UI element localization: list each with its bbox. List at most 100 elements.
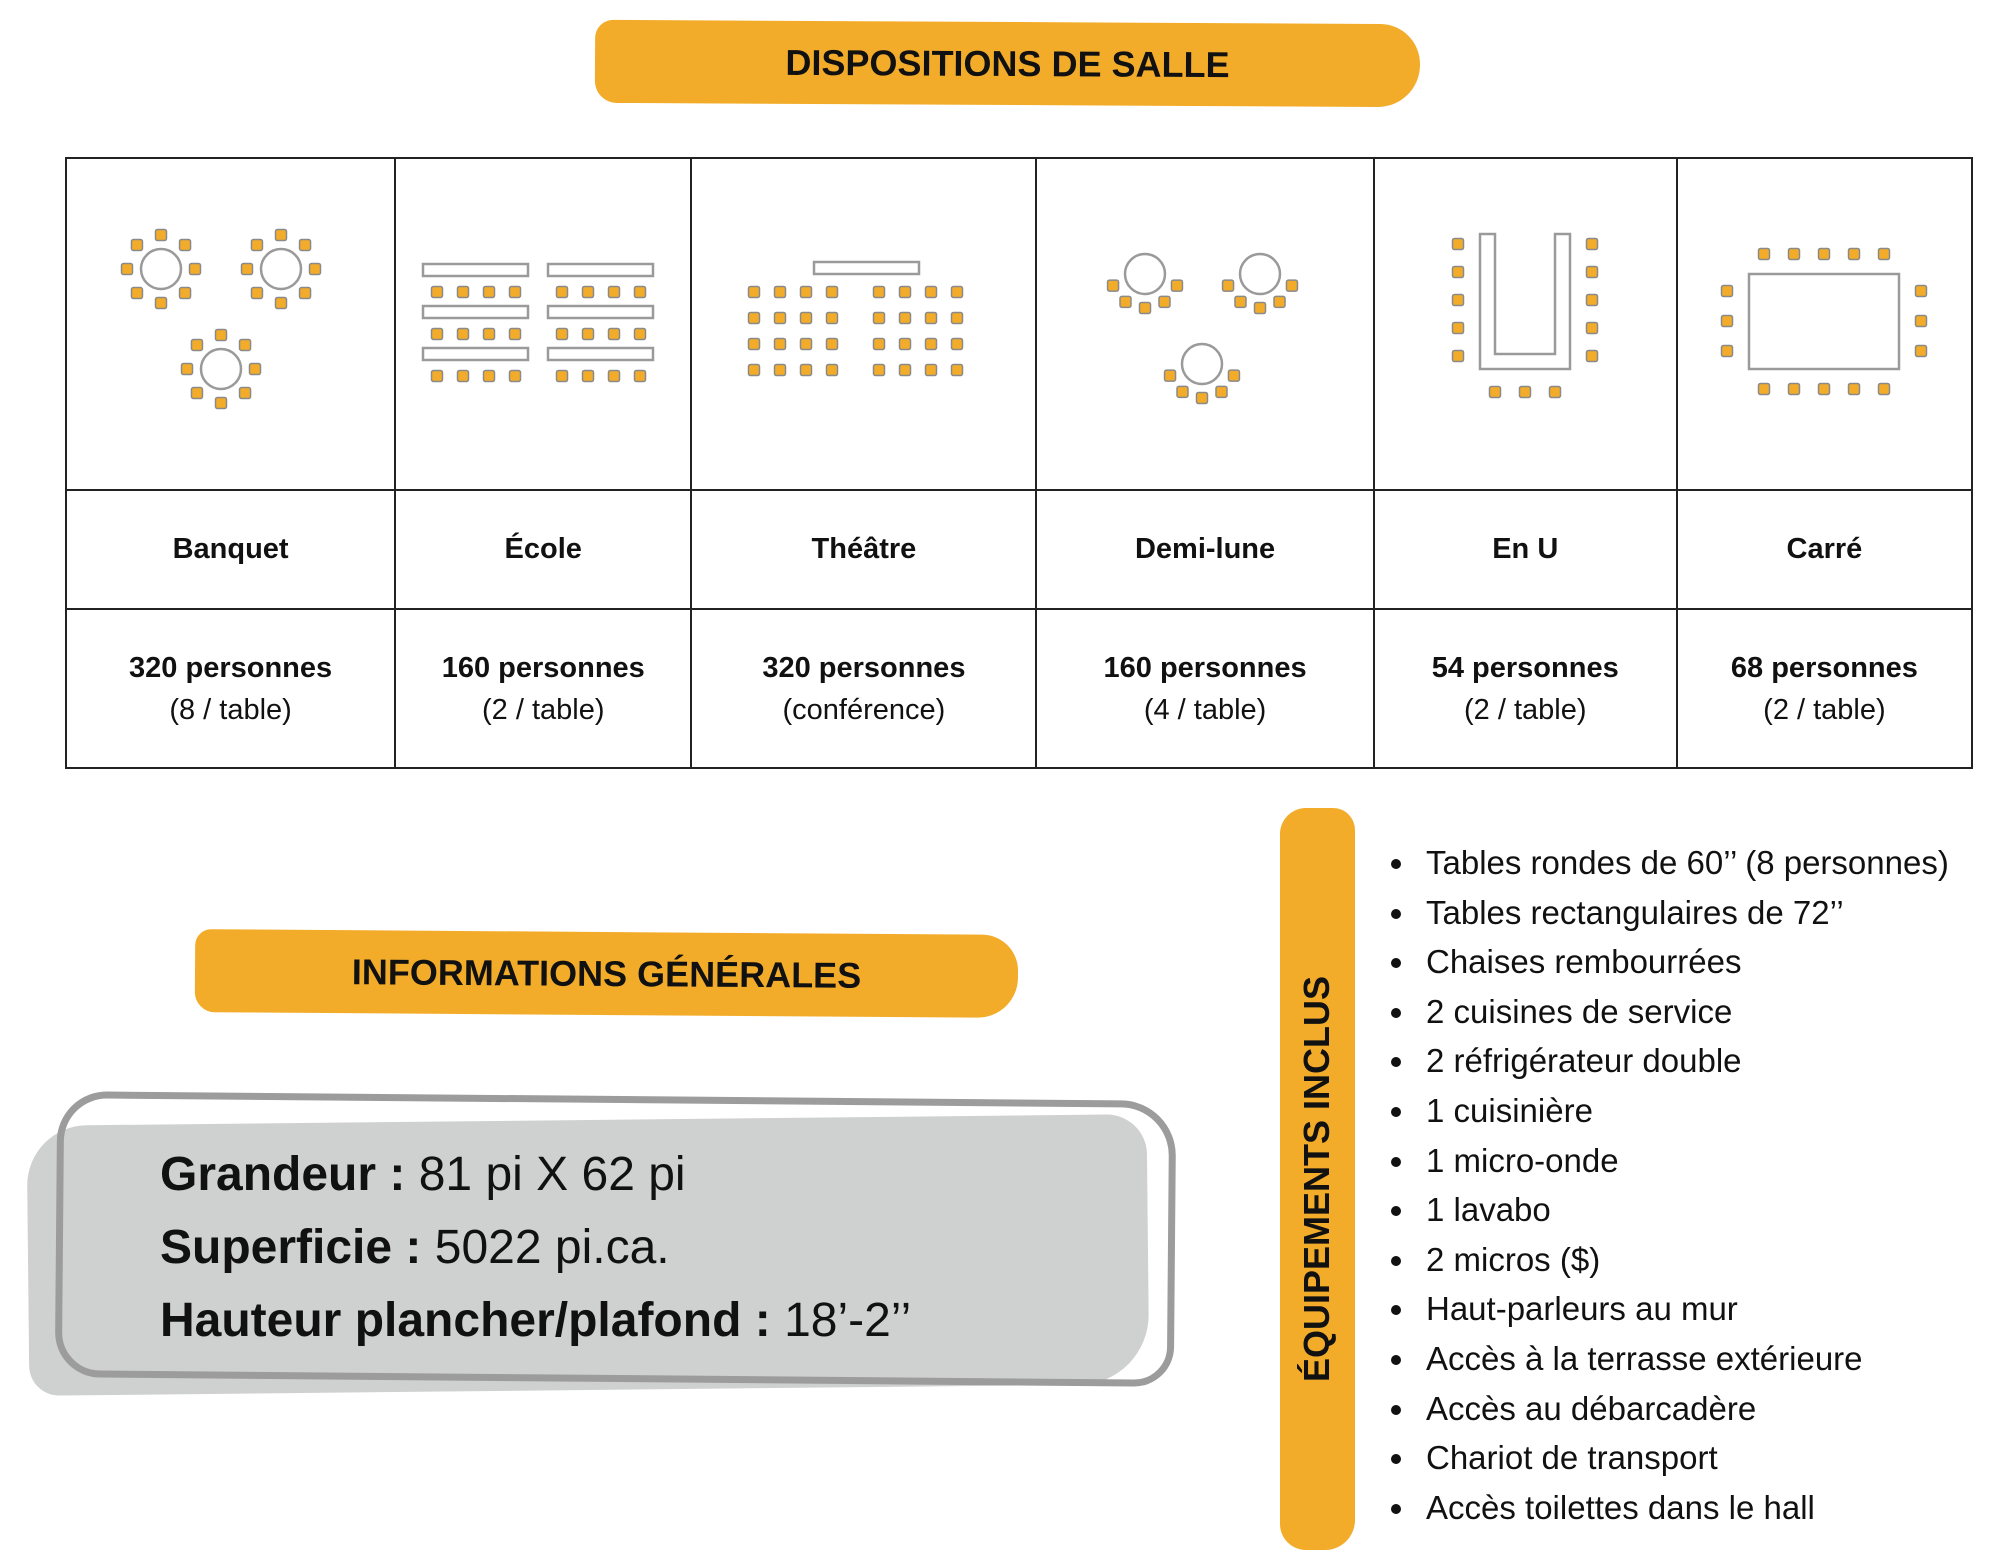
chair-icon <box>1758 247 1771 261</box>
equipment-item: Accès à la terrasse extérieure <box>1418 1334 1949 1384</box>
chair-icon <box>508 285 522 299</box>
chair-icon <box>1585 237 1599 251</box>
layout-icon-cell <box>394 157 693 491</box>
capacity-detail: (2 / table) <box>1463 693 1587 726</box>
chair-icon <box>190 338 203 352</box>
info-value: 5022 pi.ca. <box>434 1221 670 1274</box>
round-table-icon <box>199 347 242 391</box>
chair-icon <box>430 285 444 299</box>
chair-icon <box>872 311 886 325</box>
square-layout-icon <box>1721 247 1928 396</box>
chair-icon <box>508 369 522 383</box>
layout-name: En U <box>1372 489 1678 610</box>
chair-icon <box>1915 314 1928 328</box>
half-moon-layout-icon <box>1106 252 1299 405</box>
chair-icon <box>430 369 444 383</box>
chair-icon <box>1488 385 1502 399</box>
info-label: Grandeur : <box>160 1148 406 1201</box>
chair-icon <box>1518 385 1532 399</box>
chair-icon <box>799 311 813 325</box>
chair-icon <box>1234 295 1247 309</box>
chair-icon <box>1818 382 1831 396</box>
equipment-item: Chariot de transport <box>1418 1433 1949 1483</box>
chair-icon <box>1585 321 1599 335</box>
chair-icon <box>773 285 787 299</box>
chair-icon <box>773 337 787 351</box>
chair-icon <box>308 262 321 276</box>
chair-icon <box>1451 349 1465 363</box>
chair-icon <box>1721 314 1734 328</box>
chair-icon <box>154 296 167 310</box>
chair-icon <box>950 337 964 351</box>
chair-icon <box>950 311 964 325</box>
chair-icon <box>1548 385 1562 399</box>
chair-icon <box>250 238 263 252</box>
chair-icon <box>482 285 496 299</box>
chair-icon <box>240 262 253 276</box>
chair-icon <box>482 327 496 341</box>
page-title: DISPOSITIONS DE SALLE <box>785 41 1230 85</box>
chair-icon <box>1721 344 1734 358</box>
round-table-icon <box>1123 252 1167 296</box>
chair-icon <box>1170 279 1184 292</box>
chair-icon <box>581 327 595 341</box>
chair-icon <box>898 363 912 377</box>
chair-icon <box>274 228 287 242</box>
chair-icon <box>1585 265 1599 279</box>
capacity-value: 160 personnes <box>1103 651 1307 684</box>
equipment-item: 2 micros ($) <box>1418 1235 1949 1285</box>
banquet-layout-icon <box>120 228 321 410</box>
room-layouts-table: Banquet École Théâtre Demi-lune En U Car… <box>64 157 1974 769</box>
chair-icon <box>1788 382 1801 396</box>
chair-icon <box>825 285 839 299</box>
chair-icon <box>1253 301 1267 315</box>
layout-name: Banquet <box>64 489 397 610</box>
layout-icon-cell <box>690 157 1038 491</box>
chair-icon <box>178 286 191 300</box>
chair-icon <box>633 369 647 383</box>
chair-icon <box>1158 295 1171 309</box>
chair-icon <box>1195 391 1209 405</box>
chair-icon <box>120 262 133 276</box>
chair-icon <box>1585 293 1599 307</box>
chair-icon <box>633 285 647 299</box>
u-table-icon <box>1478 232 1572 371</box>
chair-icon <box>825 363 839 377</box>
chair-icon <box>898 337 912 351</box>
layout-capacity-cell: 320 personnes(8 / table) <box>64 608 397 769</box>
info-row-area: Superficie : 5022 pi.ca. <box>160 1211 911 1284</box>
layout-names-row: Banquet École Théâtre Demi-lune En U Car… <box>64 489 1974 610</box>
classroom-layout-icon <box>421 262 655 383</box>
chair-icon <box>430 327 444 341</box>
chair-icon <box>825 311 839 325</box>
layout-capacity-row: 320 personnes(8 / table) 160 personnes (2… <box>64 608 1974 769</box>
chair-icon <box>298 286 311 300</box>
chair-icon <box>250 286 263 300</box>
section-title-dispositions: DISPOSITIONS DE SALLE <box>594 19 1421 108</box>
chair-icon <box>1915 344 1928 358</box>
capacity-value: 54 personnes <box>1431 651 1619 684</box>
chair-icon <box>1285 279 1299 292</box>
info-row-height: Hauteur plancher/plafond : 18’-2’’ <box>160 1284 911 1357</box>
chair-icon <box>1451 293 1465 307</box>
chair-icon <box>555 369 569 383</box>
chair-icon <box>248 362 261 376</box>
chair-icon <box>1163 369 1177 382</box>
chair-icon <box>950 285 964 299</box>
chair-icon <box>1758 382 1771 396</box>
chair-icon <box>747 285 761 299</box>
chair-icon <box>178 238 191 252</box>
chair-icon <box>555 285 569 299</box>
chair-icon <box>482 369 496 383</box>
rect-table-icon <box>812 260 921 276</box>
chair-icon <box>456 327 470 341</box>
section-title-informations: INFORMATIONS GÉNÉRALES <box>194 929 1019 1018</box>
layout-icon-cell <box>1035 157 1375 491</box>
equipment-item: Tables rondes de 60’’ (8 personnes) <box>1418 838 1949 888</box>
chair-icon <box>773 311 787 325</box>
chair-icon <box>633 327 647 341</box>
chair-icon <box>1273 295 1286 309</box>
chair-icon <box>607 369 621 383</box>
layout-capacity-cell: 160 personnes(4 / table) <box>1035 608 1375 769</box>
chair-icon <box>1878 247 1891 261</box>
